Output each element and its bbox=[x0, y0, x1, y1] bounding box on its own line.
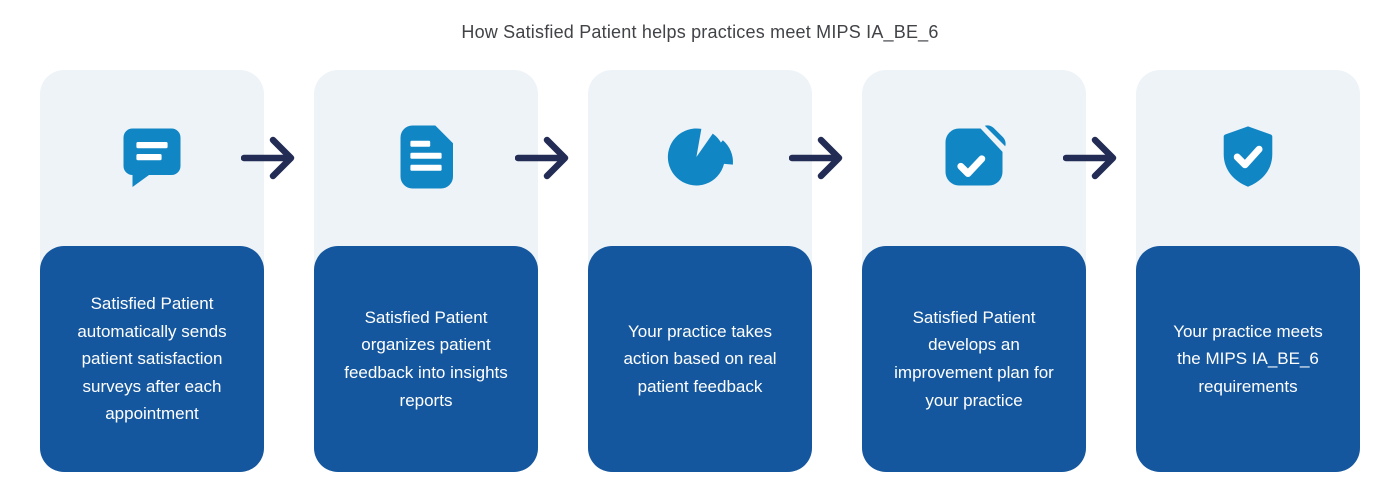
step-1-text: Satisfied Patient automatically sends pa… bbox=[77, 294, 227, 424]
step-2-card: Satisfied Patient organizes patient feed… bbox=[314, 246, 538, 472]
shield-check-icon bbox=[1223, 126, 1273, 187]
checked-page-icon bbox=[945, 125, 1006, 186]
chat-bubble-icon bbox=[123, 128, 181, 187]
arrow-right-icon bbox=[241, 136, 295, 180]
step-2-text: Satisfied Patient organizes patient feed… bbox=[344, 307, 508, 410]
page-title: How Satisfied Patient helps practices me… bbox=[461, 22, 939, 42]
step-1-card: Satisfied Patient automatically sends pa… bbox=[40, 246, 264, 472]
arrow-right-icon bbox=[789, 136, 843, 180]
arrow-right-icon bbox=[515, 136, 569, 180]
document-report-icon bbox=[400, 125, 453, 189]
step-4-card: Satisfied Patient develops an improvemen… bbox=[862, 246, 1086, 472]
step-5-text: Your practice meets the MIPS IA_BE_6 req… bbox=[1173, 321, 1323, 396]
step-3-card: Your practice takes action based on real… bbox=[588, 246, 812, 472]
pie-chart-icon bbox=[667, 128, 733, 186]
arrow-right-icon bbox=[1063, 136, 1117, 180]
step-3-text: Your practice takes action based on real… bbox=[623, 321, 777, 396]
step-5-card: Your practice meets the MIPS IA_BE_6 req… bbox=[1136, 246, 1360, 472]
step-4-text: Satisfied Patient develops an improvemen… bbox=[894, 307, 1054, 410]
